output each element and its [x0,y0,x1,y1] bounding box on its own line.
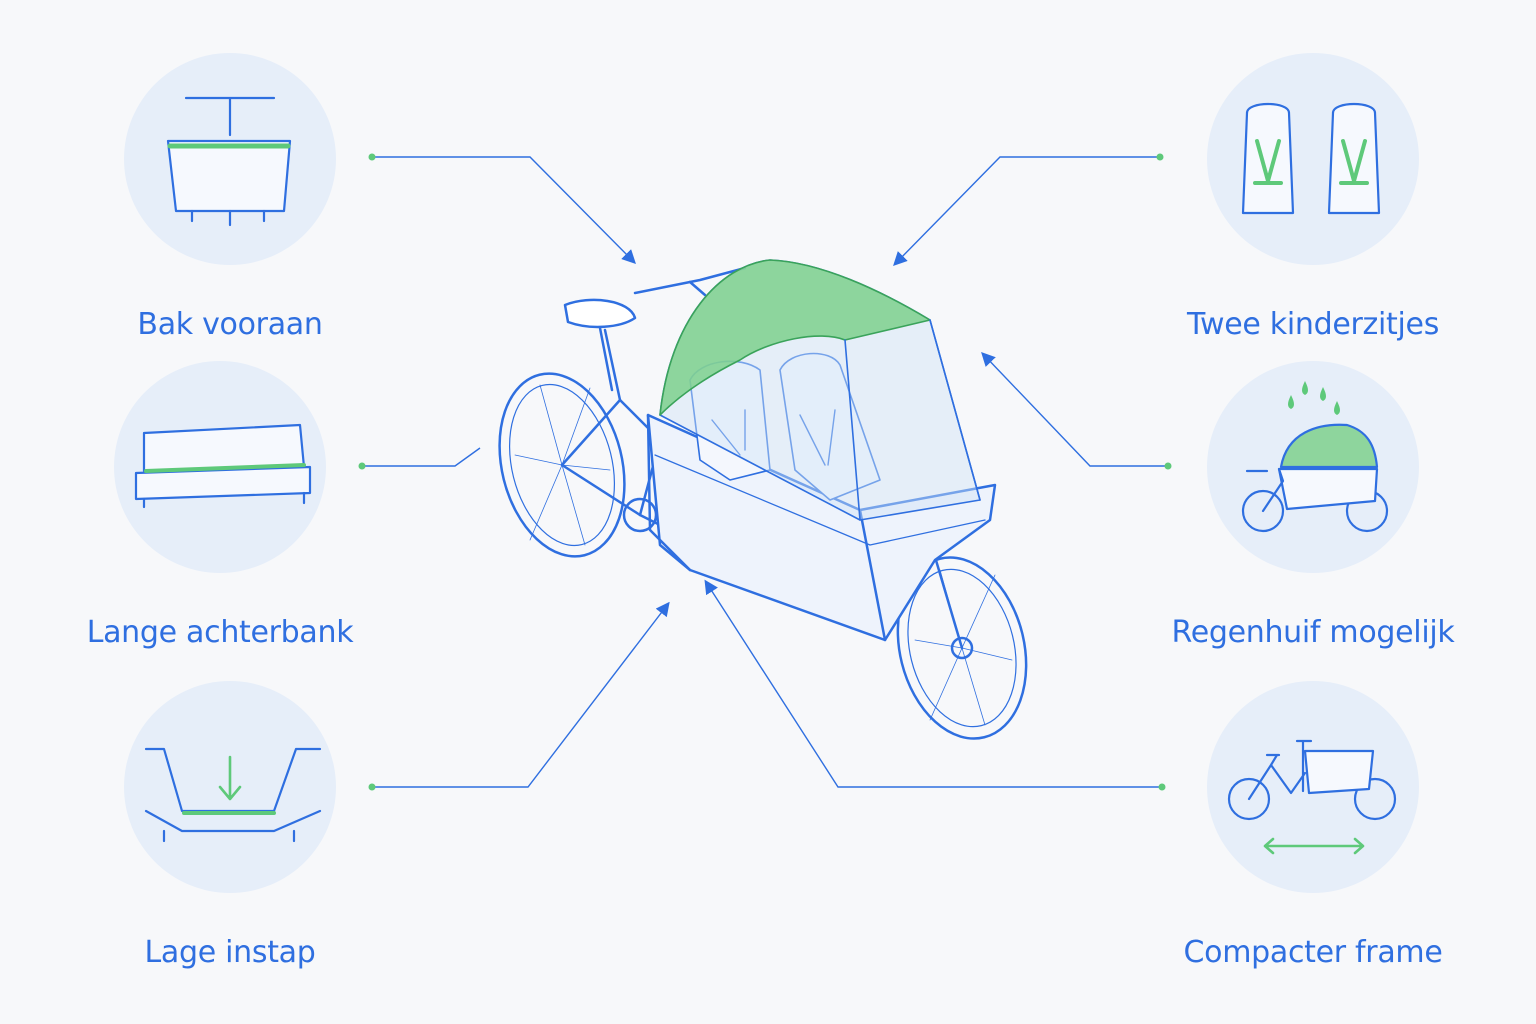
connector-twee-kinderzitjes [893,156,1160,266]
bench-icon [134,423,312,509]
rain-cover-icon [1241,381,1389,533]
feature-label: Lange achterbank [86,615,354,650]
feature-lange-achterbank: Lange achterbank [40,361,400,650]
cargo-bike-illustration [498,259,1028,740]
feature-label: Lage instap [144,935,316,970]
cargo-box-icon [166,96,292,227]
feature-regenhuif-mogelijk: Regenhuif mogelijk [1133,361,1493,650]
icon-circle [124,53,336,265]
compact-frame-icon [1227,739,1397,855]
connector-lange-achterbank [362,447,481,467]
feature-bak-vooraan: Bak vooraan [50,53,410,342]
feature-twee-kinderzitjes: Twee kinderzitjes [1133,53,1493,342]
feature-label: Compacter frame [1183,935,1443,970]
connector-bak-vooraan [372,156,636,264]
feature-compacter-frame: Compacter frame [1133,681,1493,970]
icon-circle [1207,361,1419,573]
connector-compacter-frame [704,579,1162,788]
connector-regenhuif [981,351,1168,467]
child-seats-icon [1241,103,1381,215]
icon-circle [1207,53,1419,265]
feature-label: Twee kinderzitjes [1186,307,1440,342]
icon-circle [1207,681,1419,893]
icon-circle [114,361,326,573]
feature-label: Bak vooraan [137,307,323,342]
connector-lage-instap [372,601,670,788]
feature-label: Regenhuif mogelijk [1171,615,1455,650]
low-entry-icon [144,747,322,843]
icon-circle [124,681,336,893]
feature-lage-instap: Lage instap [50,681,410,970]
